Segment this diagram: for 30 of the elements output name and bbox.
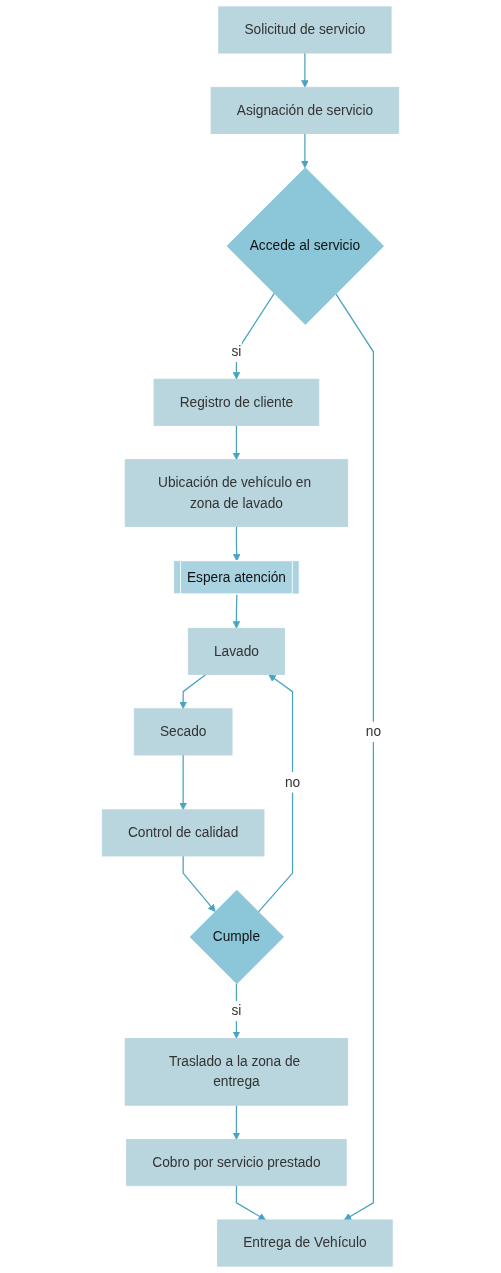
node-box: Ubicación de vehículo en zona de lavado bbox=[124, 459, 349, 527]
node-box: Control de calidad bbox=[101, 809, 265, 857]
arrow bbox=[232, 593, 241, 629]
arrow bbox=[301, 52, 309, 88]
edge-label: si bbox=[231, 1003, 242, 1018]
edge-label: si bbox=[231, 344, 242, 359]
node-box: Secado bbox=[133, 708, 233, 756]
node-box: Asignación de servicio bbox=[210, 86, 400, 134]
edge-label: no bbox=[365, 724, 382, 739]
arrow bbox=[235, 1185, 266, 1221]
node-box: Lavado bbox=[187, 627, 285, 675]
arrow bbox=[301, 132, 309, 169]
arrow bbox=[257, 674, 294, 913]
arrow bbox=[232, 525, 241, 562]
arrow bbox=[232, 1104, 241, 1140]
arrow bbox=[232, 292, 275, 380]
node-diamond: Accede al servicio bbox=[226, 167, 385, 325]
node-box: Traslado a la zona de entrega bbox=[124, 1038, 349, 1106]
arrow bbox=[232, 424, 241, 460]
arrow bbox=[179, 673, 207, 710]
node-diamond: Cumple bbox=[189, 889, 284, 985]
arrow bbox=[335, 292, 375, 1221]
node-box: Entrega de Vehículo bbox=[217, 1219, 393, 1267]
arrow bbox=[179, 754, 187, 811]
node-box: Cobro por servicio prestado bbox=[126, 1139, 347, 1187]
node-box: Solicitud de servicio bbox=[218, 6, 392, 54]
edge-label: no bbox=[284, 774, 301, 790]
arrow bbox=[182, 855, 216, 912]
node-box: Registro de cliente bbox=[153, 378, 320, 426]
arrow bbox=[232, 983, 241, 1039]
